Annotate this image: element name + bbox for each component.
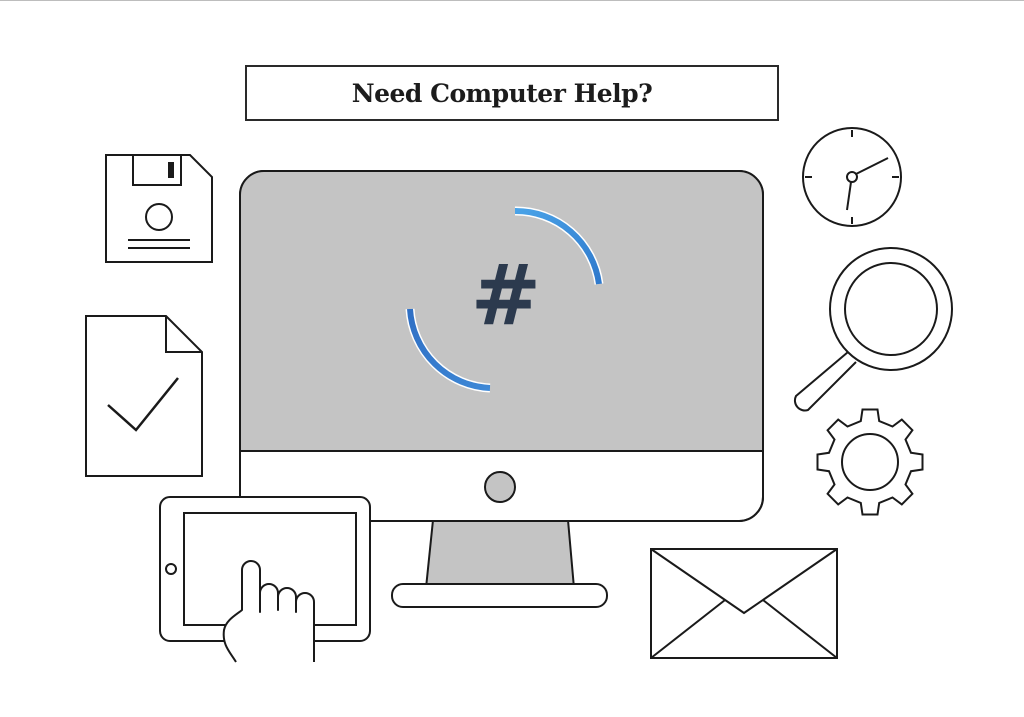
document-check-icon <box>85 315 203 477</box>
hash-glyph: # <box>470 246 542 344</box>
floppy-disk-icon <box>105 154 213 263</box>
clock-icon <box>802 127 902 227</box>
computer-monitor-icon <box>239 170 764 608</box>
gear-icon <box>816 408 924 516</box>
envelope-icon <box>650 548 838 659</box>
page-title: Need Computer Help? <box>351 78 653 108</box>
tablet-touch-icon <box>159 496 371 663</box>
loading-spinner-icon <box>405 206 604 393</box>
title-banner: Need Computer Help? <box>245 65 779 121</box>
magnifier-icon <box>793 247 953 412</box>
top-divider <box>0 0 1024 1</box>
